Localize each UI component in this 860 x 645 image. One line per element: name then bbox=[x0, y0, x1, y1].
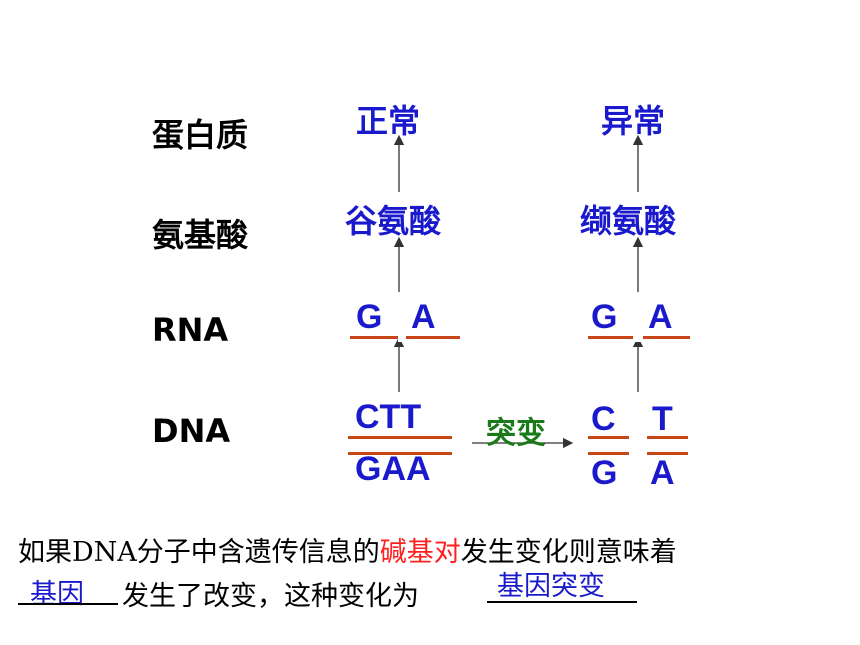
blank-1-underline bbox=[18, 603, 118, 605]
abnormal-dna-top-base-1: C bbox=[591, 400, 616, 438]
normal-rna-base-2: A bbox=[411, 298, 436, 336]
sentence-line-1: 如果DNA分子中含遗传信息的碱基对发生变化则意味着 bbox=[18, 530, 677, 569]
normal-dna-bottom-strand bbox=[348, 452, 452, 455]
abnormal-dna-bottom-base-2: A bbox=[650, 454, 675, 492]
normal-dna-bottom: GAA bbox=[355, 450, 431, 488]
blank-2-underline bbox=[487, 601, 637, 603]
normal-rna-gap bbox=[398, 334, 406, 342]
normal-protein: 正常 bbox=[356, 102, 421, 140]
normal-dna-top-strand bbox=[348, 436, 452, 439]
abnormal-rna-gap bbox=[633, 334, 643, 342]
blank-1-answer: 基因 bbox=[30, 579, 84, 610]
label-protein: 蛋白质 bbox=[152, 116, 249, 154]
abnormal-dna-top-base-2: T bbox=[652, 400, 673, 438]
normal-amino-acid: 谷氨酸 bbox=[345, 202, 442, 240]
blank-2-answer: 基因突变 bbox=[497, 571, 605, 602]
mutation-label: 突变 bbox=[486, 416, 546, 451]
label-amino-acid: 氨基酸 bbox=[152, 216, 249, 254]
sentence-part-2: 发生变化则意味着 bbox=[460, 537, 677, 568]
sentence-part-1: 如果DNA分子中含遗传信息的 bbox=[18, 537, 380, 568]
sentence-highlight: 碱基对 bbox=[379, 537, 461, 568]
abnormal-dna-gap bbox=[629, 430, 647, 460]
normal-dna-top: CTT bbox=[355, 398, 422, 436]
abnormal-rna-base-2: A bbox=[648, 298, 673, 336]
abnormal-dna-bottom-base-1: G bbox=[591, 454, 618, 492]
label-dna: DNA bbox=[152, 412, 231, 450]
label-rna: RNA bbox=[152, 311, 229, 349]
abnormal-amino-acid: 缬氨酸 bbox=[580, 202, 677, 240]
normal-rna-base-1: G bbox=[356, 298, 383, 336]
sentence-part-3: 发生了改变，这种变化为 bbox=[122, 581, 419, 612]
abnormal-rna-base-1: G bbox=[591, 298, 618, 336]
abnormal-protein: 异常 bbox=[601, 102, 666, 140]
